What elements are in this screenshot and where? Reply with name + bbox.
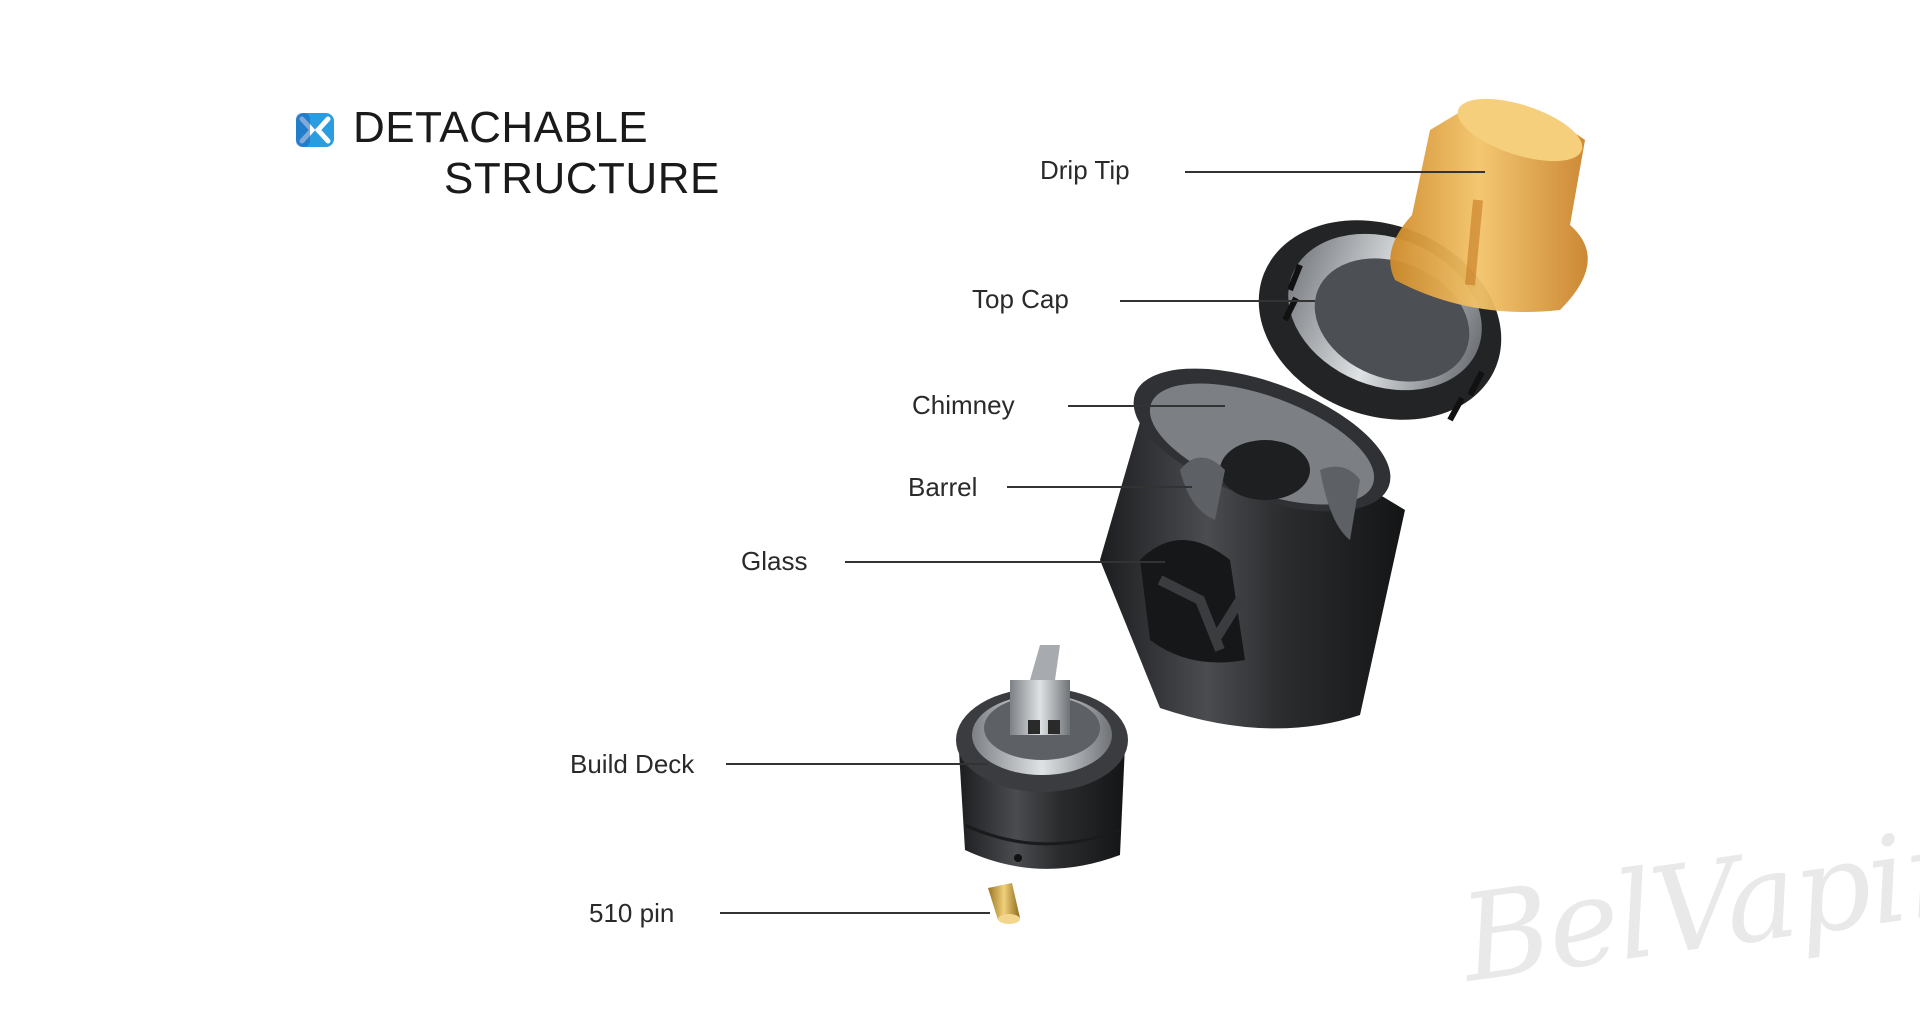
x-logo-icon [296,113,334,147]
leader-glass [845,561,1165,563]
leader-build-deck [726,763,988,765]
title-line-1: DETACHABLE [353,103,649,152]
leader-510-pin [720,912,990,914]
title-line-2: STRUCTURE [444,154,720,203]
label-510-pin: 510 pin [589,898,675,928]
leader-chimney [1068,405,1225,407]
label-build-deck: Build Deck [570,749,695,779]
barrel-part [1100,368,1405,729]
drip-tip-part [1390,98,1588,312]
leader-barrel [1007,486,1192,488]
leader-top-cap [1120,300,1315,302]
label-top-cap: Top Cap [972,284,1069,314]
leader-drip-tip [1185,171,1485,173]
label-barrel: Barrel [908,472,978,502]
510-pin-part [988,883,1020,924]
label-drip-tip: Drip Tip [1040,155,1130,185]
label-chimney: Chimney [912,390,1015,420]
label-glass: Glass [741,546,808,576]
build-deck-part [956,645,1128,869]
